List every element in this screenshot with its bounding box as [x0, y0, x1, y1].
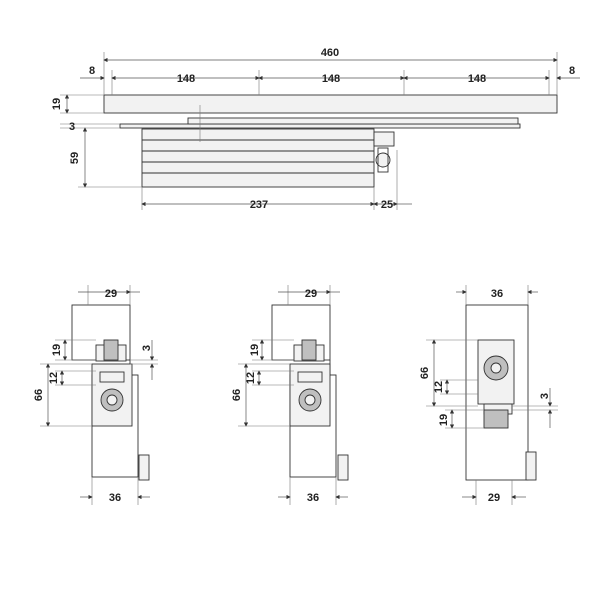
s1-dim-top-width: 29 — [105, 288, 117, 300]
top-view: 460 148 148 148 8 8 19 3 59 237 25 — [51, 47, 580, 211]
dim-right-margin: 8 — [569, 65, 575, 77]
arm-pivot-housing — [373, 131, 395, 147]
section-2: 29 36 19 12 66 — [231, 285, 349, 505]
slider — [483, 409, 509, 429]
s2-dim-h12: 12 — [245, 372, 257, 384]
hinge-pin — [337, 454, 349, 481]
s2-dim-h19: 19 — [249, 344, 261, 356]
section-1: 29 36 19 12 66 3 — [33, 285, 158, 505]
mounting-plate — [119, 123, 521, 129]
slider — [301, 339, 317, 361]
s3-dim-h3: 3 — [539, 393, 551, 399]
dim-left-margin: 8 — [89, 65, 95, 77]
s1-dim-h19: 19 — [51, 344, 63, 356]
dim-span-3: 148 — [468, 73, 486, 85]
slide-rail — [103, 94, 558, 114]
s3-dim-h19: 19 — [438, 414, 450, 426]
arm-pivot — [375, 152, 391, 168]
dim-body-length: 237 — [250, 199, 268, 211]
dim-span-2: 148 — [322, 73, 340, 85]
section-3: 36 29 66 12 19 3 — [419, 285, 558, 505]
slider-block — [187, 117, 519, 125]
door-leaf — [465, 304, 529, 481]
dim-arm-offset: 25 — [381, 199, 393, 211]
s3-dim-top-width: 36 — [491, 288, 503, 300]
dim-body-height: 59 — [69, 152, 81, 164]
s2-dim-top-width: 29 — [305, 288, 317, 300]
s1-dim-h66: 66 — [33, 389, 45, 401]
dim-span-1: 148 — [177, 73, 195, 85]
s2-dim-bottom-width: 36 — [307, 492, 319, 504]
s3-dim-bottom-width: 29 — [488, 492, 500, 504]
hinge-pin — [525, 451, 537, 481]
s1-dim-h12: 12 — [48, 372, 60, 384]
s2-dim-h66: 66 — [231, 389, 243, 401]
closer-body — [141, 128, 375, 188]
s3-dim-h12: 12 — [433, 381, 445, 393]
dim-gap: 3 — [69, 121, 75, 133]
s1-dim-bottom-width: 36 — [109, 492, 121, 504]
s3-dim-h66: 66 — [419, 367, 431, 379]
s1-dim-h3: 3 — [141, 345, 153, 351]
dim-overall: 460 — [321, 47, 339, 59]
hinge-pin — [138, 454, 150, 481]
slider — [103, 339, 119, 361]
dim-rail-height: 19 — [51, 98, 63, 110]
